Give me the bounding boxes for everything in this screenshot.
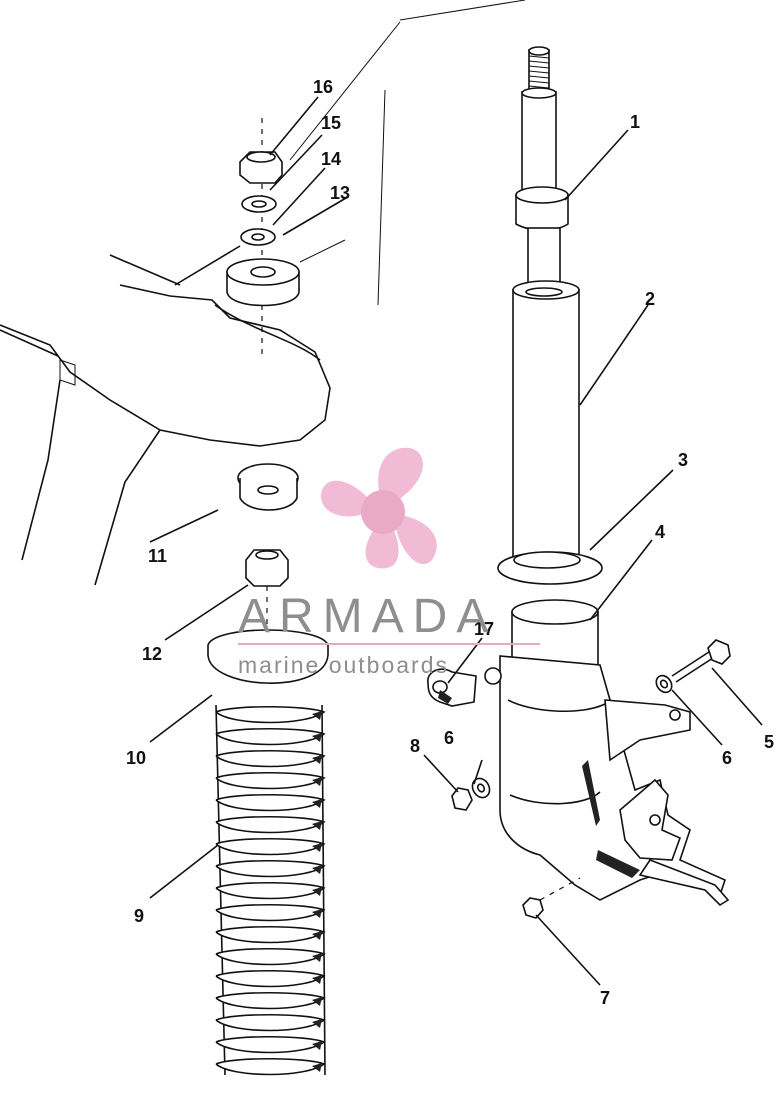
bump-stop-part-1 (515, 186, 569, 231)
spring-coil (215, 837, 326, 856)
callout-10: 10 (126, 748, 146, 768)
callout-9: 9 (134, 906, 144, 926)
callout-7: 7 (600, 988, 610, 1008)
spring-coil-shadow (312, 865, 322, 874)
spring-coil-shadow (312, 777, 322, 786)
nut-part-16 (239, 151, 283, 184)
callout-1: 1 (630, 112, 640, 132)
thread-line (528, 80, 550, 84)
washer-part-6-right (655, 674, 673, 694)
spring-coil (215, 815, 326, 834)
spring-coil-shadow (312, 843, 322, 852)
nut-part-8 (451, 787, 473, 811)
spring-coil (215, 1035, 326, 1054)
callout-3: 3 (678, 450, 688, 470)
rod-threads (528, 55, 550, 89)
spring-coil-shadow (312, 821, 322, 830)
spring-coil (215, 991, 326, 1010)
callout-12: 12 (142, 644, 162, 664)
thread-line (528, 55, 550, 59)
callout-labels: 1 2 3 4 5 6 6 7 8 9 10 11 12 13 14 15 16… (126, 77, 774, 1008)
bolt-part-5 (671, 639, 731, 683)
spring-coil-shadow (312, 997, 322, 1006)
spring-coil-shadow (312, 887, 322, 896)
spring-coil-shadow (312, 755, 322, 764)
strut-housing-part-4 (484, 599, 730, 907)
armada-watermark: ARMADA marine outboards (238, 447, 540, 678)
spring-coil (215, 771, 326, 790)
spring-coil (215, 969, 326, 988)
callout-5: 5 (764, 732, 774, 752)
spring-coil-shadow (312, 1063, 322, 1072)
clamp-part-17 (427, 668, 477, 707)
bushing-part-13 (226, 258, 300, 307)
callout-11: 11 (148, 546, 167, 566)
leader-lines (149, 96, 763, 986)
coil-spring-part-9 (215, 704, 326, 1076)
spring-coil (215, 925, 326, 944)
spring-coil-shadow (312, 711, 322, 720)
washer-part-6-left (471, 777, 491, 799)
spring-coil (215, 881, 326, 900)
callout-17: 17 (474, 619, 494, 639)
spring-coil-shadow (312, 799, 322, 808)
callout-8: 8 (410, 736, 420, 756)
thread-line (528, 60, 550, 64)
watermark-title: ARMADA (238, 590, 497, 643)
callout-16: 16 (313, 77, 333, 97)
spring-coil-shadow (312, 733, 322, 742)
thread-line (528, 65, 550, 69)
washer-part-14 (240, 228, 276, 246)
spring-coil (215, 903, 326, 922)
watermark-subtitle: marine outboards (238, 652, 449, 678)
callout-6-right: 6 (722, 748, 732, 768)
callout-4: 4 (655, 522, 665, 542)
spring-coil (215, 1013, 326, 1032)
spring-coil-shadow (312, 975, 322, 984)
spring-coil-shadow (312, 909, 322, 918)
spring-coil-shadow (312, 953, 322, 962)
spring-coil (215, 705, 326, 724)
spring-coil (215, 793, 326, 812)
propeller-logo-icon (320, 447, 437, 569)
spring-coil (215, 947, 326, 966)
spring-coil-shadow (312, 1041, 322, 1050)
thread-line (528, 75, 550, 79)
nut-part-12 (245, 549, 289, 650)
top-mount-stack (226, 118, 300, 360)
thread-line (528, 70, 550, 74)
callout-15: 15 (321, 113, 341, 133)
lower-mount-11 (237, 463, 299, 511)
callout-14: 14 (321, 149, 341, 169)
washer-part-15 (241, 195, 277, 213)
callout-2: 2 (645, 289, 655, 309)
spring-coil-shadow (312, 931, 322, 940)
spring-coil-shadow (312, 1019, 322, 1028)
spring-coil (215, 727, 326, 746)
callout-13: 13 (330, 183, 350, 203)
spring-coil (215, 859, 326, 878)
chassis-outline (0, 0, 526, 586)
shock-tube-part-2 (512, 280, 580, 559)
spring-coil (215, 1057, 326, 1076)
bolt-part-7 (522, 877, 581, 919)
dust-cover-part-3 (497, 551, 603, 585)
callout-6-left: 6 (444, 728, 454, 748)
strut-damper (497, 46, 603, 585)
spring-coil (215, 749, 326, 768)
